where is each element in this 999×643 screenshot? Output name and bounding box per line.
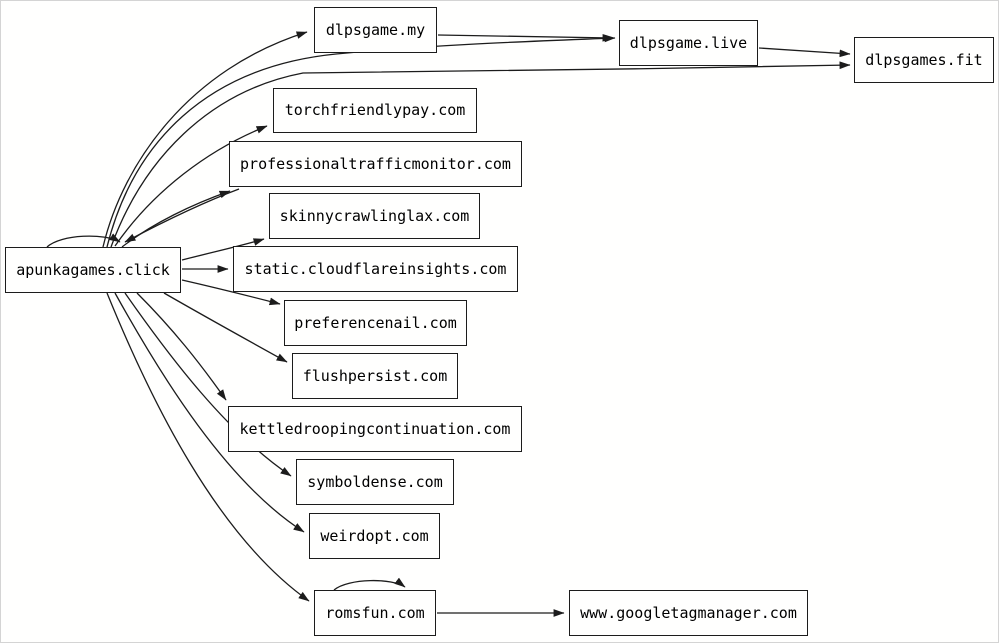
node-label: dlpsgame.my bbox=[325, 20, 426, 39]
node-kettledroopingcontinuation-com: kettledroopingcontinuation.com bbox=[228, 406, 522, 452]
node-skinnycrawlinglax-com: skinnycrawlinglax.com bbox=[269, 193, 480, 239]
edge-dlpsgame.live-to-dlpsgames.fit bbox=[758, 47, 851, 58]
node-label: symboldense.com bbox=[307, 472, 443, 491]
edge-professionaltrafficmonitor.com-to-apunkagames.click bbox=[124, 188, 240, 243]
edge-romsfun.com-to-romsfun.com bbox=[333, 577, 406, 591]
edge-apunkagames.click-to-skinnycrawlinglax.com bbox=[181, 238, 265, 261]
edge-apunkagames.click-to-preferencenail.com bbox=[181, 279, 281, 306]
node-label: romsfun.com bbox=[325, 603, 425, 622]
node-apunkagames-click: apunkagames.click bbox=[5, 247, 181, 293]
node-label: dlpsgame.live bbox=[629, 33, 748, 52]
node-label: www.googletagmanager.com bbox=[580, 603, 797, 622]
node-romsfun-com: romsfun.com bbox=[314, 590, 436, 636]
node-www-googletagmanager-com: www.googletagmanager.com bbox=[569, 590, 808, 636]
node-label: dlpsgames.fit bbox=[865, 50, 983, 69]
node-label: torchfriendlypay.com bbox=[284, 101, 466, 119]
edge-apunkagames.click-to-weirdopt.com bbox=[114, 292, 305, 533]
edge-apunkagames.click-to-dlpsgame.live bbox=[106, 34, 616, 248]
node-static-cloudflareinsights-com: static.cloudflareinsights.com bbox=[233, 246, 518, 292]
edge-dlpsgame.my-to-dlpsgame.live bbox=[437, 33, 614, 42]
node-dlpsgame-live: dlpsgame.live bbox=[619, 20, 758, 66]
node-flushpersist-com: flushpersist.com bbox=[292, 353, 458, 399]
node-dlpsgames-fit: dlpsgames.fit bbox=[854, 37, 994, 83]
edge-apunkagames.click-to-romsfun.com bbox=[106, 292, 310, 602]
edge-apunkagames.click-to-symboldense.com bbox=[124, 292, 292, 477]
node-label: professionaltrafficmonitor.com bbox=[240, 154, 511, 173]
edge-apunkagames.click-to-torchfriendlypay.com bbox=[114, 125, 268, 247]
edge-apunkagames.click-to-apunkagames.click bbox=[46, 233, 121, 248]
node-preferencenail-com: preferencenail.com bbox=[284, 300, 467, 346]
node-label: static.cloudflareinsights.com bbox=[244, 259, 507, 278]
edge-apunkagames.click-to-kettledroopingcontinuation.com bbox=[136, 292, 227, 401]
edge-apunkagames.click-to-dlpsgames.fit bbox=[110, 61, 851, 248]
node-label: weirdopt.com bbox=[320, 526, 429, 545]
node-label: preferencenail.com bbox=[294, 313, 457, 332]
node-torchfriendlypay-com: torchfriendlypay.com bbox=[273, 88, 477, 133]
edge-apunkagames.click-to-dlpsgame.my bbox=[102, 31, 308, 248]
node-dlpsgame-my: dlpsgame.my bbox=[314, 7, 437, 53]
node-label: skinnycrawlinglax.com bbox=[279, 206, 470, 225]
node-professionaltrafficmonitor-com: professionaltrafficmonitor.com bbox=[229, 141, 522, 187]
node-symboldense-com: symboldense.com bbox=[296, 459, 454, 505]
node-label: apunkagames.click bbox=[16, 260, 170, 279]
node-label: flushpersist.com bbox=[302, 366, 448, 385]
edge-apunkagames.click-to-flushpersist.com bbox=[163, 292, 288, 363]
node-label: kettledroopingcontinuation.com bbox=[239, 419, 511, 438]
node-weirdopt-com: weirdopt.com bbox=[309, 513, 440, 559]
